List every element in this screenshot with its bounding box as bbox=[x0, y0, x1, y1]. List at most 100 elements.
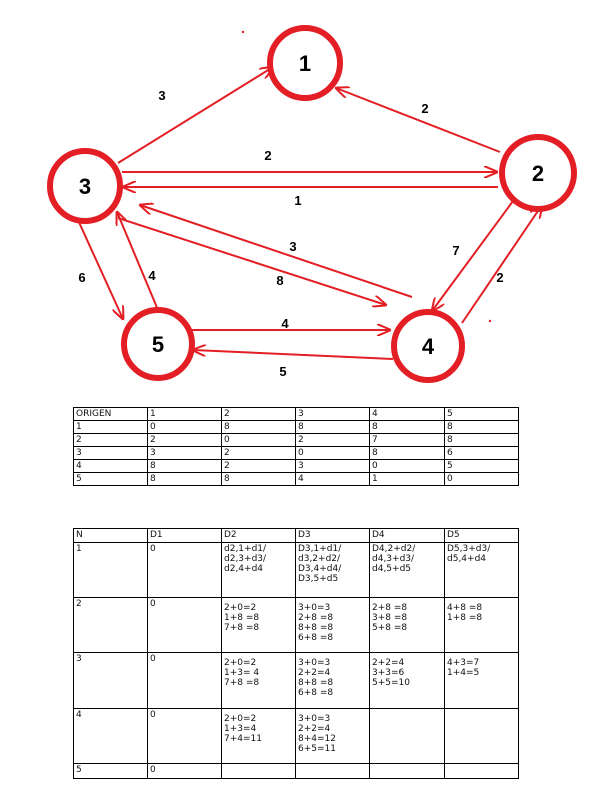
origin-table-cell: 4 bbox=[73, 459, 148, 473]
cell-line: 4+3=7 bbox=[447, 658, 480, 668]
cell-line: 3+0=3 bbox=[298, 714, 331, 724]
origin-table-cell: 0 bbox=[147, 420, 222, 434]
edge-2-to-4 bbox=[432, 196, 517, 311]
cell-line: 0 bbox=[150, 599, 156, 609]
cell-line: 2 bbox=[76, 599, 82, 609]
edge-weight-5-to-4: 4 bbox=[281, 316, 289, 331]
origin-table-cell: 3 bbox=[73, 446, 148, 460]
cell-line: 5+5=10 bbox=[372, 678, 410, 688]
origin-table-cell: 2 bbox=[295, 433, 370, 447]
edge-weight-2-to-1: 2 bbox=[421, 101, 428, 116]
origin-table-cell: 8 bbox=[444, 420, 519, 434]
edge-4-to-2 bbox=[461, 205, 542, 324]
cell-line: d2,4+d4 bbox=[224, 564, 264, 574]
cell-line: 2+2=4 bbox=[298, 724, 331, 734]
origin-table-cell: 8 bbox=[147, 459, 222, 473]
steps-table-cell: 2 bbox=[73, 597, 148, 653]
edge-3-to-5 bbox=[77, 219, 123, 319]
edge-5-to-3 bbox=[117, 212, 159, 311]
origin-table-cell: 8 bbox=[147, 472, 222, 486]
origin-table-cell: 4 bbox=[369, 407, 445, 421]
cell-line: 3 bbox=[76, 654, 82, 664]
steps-table-cell: D3,1+d1/d3,2+d2/D3,4+d4/D3,5+d5 bbox=[295, 542, 370, 598]
node-1 bbox=[267, 25, 343, 101]
edge-weight-4-to-2: 2 bbox=[496, 270, 503, 285]
steps-table-header-cell: N bbox=[73, 528, 148, 543]
origin-table-cell: 2 bbox=[221, 459, 296, 473]
stray-dot bbox=[241, 30, 245, 34]
steps-table-header-cell: D3 bbox=[295, 528, 370, 543]
steps-table-cell bbox=[369, 763, 445, 779]
cell-line: d2,1+d1/ bbox=[224, 544, 267, 554]
node-4 bbox=[391, 309, 465, 383]
origin-table-cell: 8 bbox=[295, 420, 370, 434]
cell-line: 2+0=2 bbox=[224, 658, 257, 668]
steps-table-cell bbox=[221, 763, 296, 779]
cell-line: 2+0=2 bbox=[224, 714, 257, 724]
steps-table-header-cell: D1 bbox=[147, 528, 222, 543]
steps-table-cell bbox=[295, 763, 370, 779]
node-label-3: 3 bbox=[79, 174, 91, 199]
node-label-2: 2 bbox=[532, 161, 544, 186]
origin-table-cell: 3 bbox=[295, 459, 370, 473]
steps-table-cell: 3 bbox=[73, 652, 148, 709]
origin-table-cell: 3 bbox=[295, 407, 370, 421]
steps-table-cell bbox=[444, 763, 519, 779]
cell-line: 8+4=12 bbox=[298, 734, 336, 744]
cell-line: 2+0=2 bbox=[224, 603, 257, 613]
cell-line: 3+8 =8 bbox=[372, 613, 408, 623]
origin-table-cell: 4 bbox=[295, 472, 370, 486]
edge-weight-2-to-3: 1 bbox=[294, 193, 301, 208]
edge-weight-5-to-3: 4 bbox=[148, 268, 156, 283]
origin-table-cell: 8 bbox=[221, 472, 296, 486]
cell-line: 2+2=4 bbox=[372, 658, 405, 668]
cell-line: 3+0=3 bbox=[298, 603, 331, 613]
cell-line: D3,5+d5 bbox=[298, 574, 339, 584]
origin-table-cell: 8 bbox=[444, 433, 519, 447]
node-3 bbox=[47, 148, 123, 224]
steps-table-cell: 4 bbox=[73, 708, 148, 764]
cell-line: 2+2=4 bbox=[298, 668, 331, 678]
node-label-1: 1 bbox=[299, 51, 311, 76]
cell-line: 6+5=11 bbox=[298, 744, 336, 754]
cell-line: d4,3+d3/ bbox=[372, 554, 415, 564]
edge-weight-2-to-4: 7 bbox=[452, 243, 459, 258]
steps-table-cell: 0 bbox=[147, 708, 222, 764]
steps-table-cell: D4,2+d2/d4,3+d3/d4,5+d5 bbox=[369, 542, 445, 598]
steps-table-cell: 0 bbox=[147, 542, 222, 598]
origin-table-cell: 1 bbox=[147, 407, 222, 421]
cell-line: 0 bbox=[150, 654, 156, 664]
origin-table-cell: ORIGEN bbox=[73, 407, 148, 421]
cell-line: 0 bbox=[150, 710, 156, 720]
origin-table-cell: 5 bbox=[444, 407, 519, 421]
cell-line: 0 bbox=[150, 765, 156, 775]
cell-line: 5+8 =8 bbox=[372, 623, 408, 633]
origin-table-cell: 2 bbox=[73, 433, 148, 447]
origin-table-cell: 0 bbox=[295, 446, 370, 460]
cell-line: 7+8 =8 bbox=[224, 678, 260, 688]
steps-table-cell: 1 bbox=[73, 542, 148, 598]
origin-table-cell: 5 bbox=[73, 472, 148, 486]
edge-2-to-1 bbox=[336, 88, 501, 153]
node-label-4: 4 bbox=[422, 334, 435, 359]
